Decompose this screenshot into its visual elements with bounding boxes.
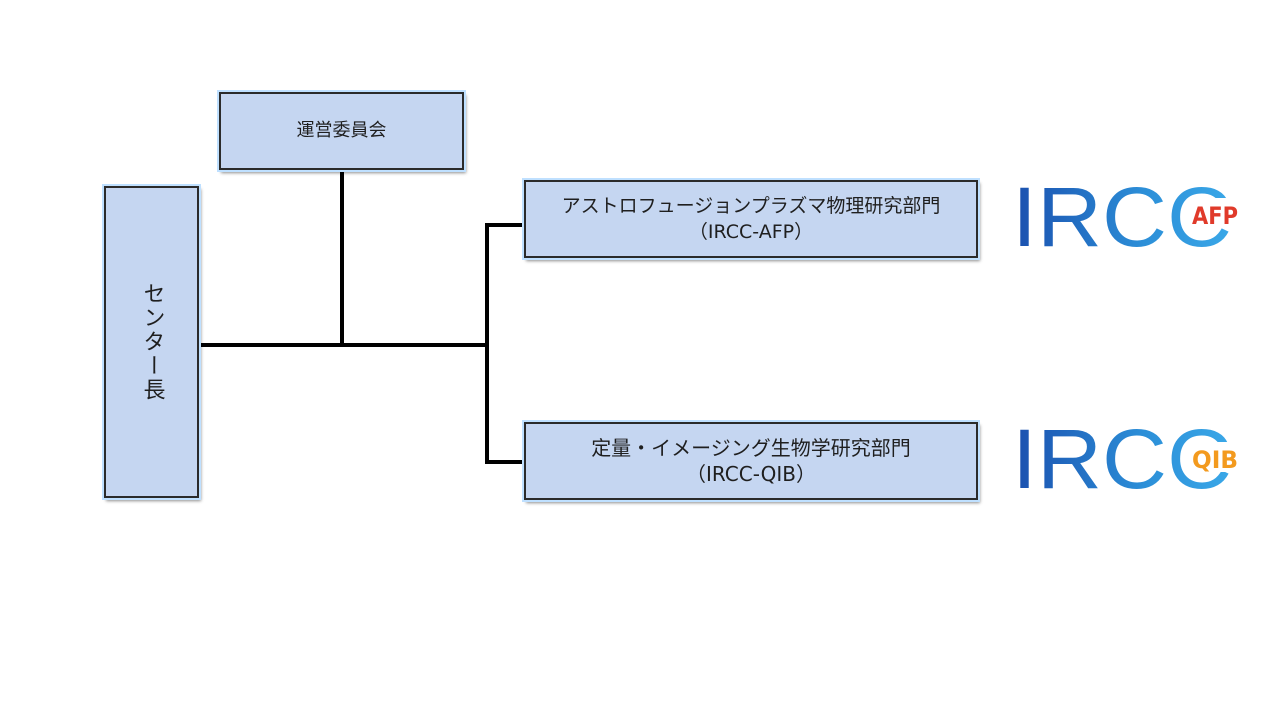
council-label: 運営委員会 bbox=[296, 120, 387, 141]
ircc-qib-logo: IRCC QIB bbox=[1012, 424, 1240, 492]
ircc-qib-logo-tag: QIB bbox=[1192, 446, 1238, 474]
director-box: センター長 bbox=[104, 186, 199, 498]
council-box: 運営委員会 bbox=[219, 92, 464, 170]
ircc-afp-logo: IRCC AFP bbox=[1012, 182, 1240, 250]
director-label: センター長 bbox=[139, 282, 165, 402]
division-qib-name: 定量・イメージング生物学研究部門 bbox=[591, 436, 911, 460]
division-qib-box: 定量・イメージング生物学研究部門 （IRCC-QIB） bbox=[524, 422, 978, 500]
division-afp-box: アストロフュージョンプラズマ物理研究部門 （IRCC-AFP） bbox=[524, 180, 978, 258]
division-qib-abbr: （IRCC-QIB） bbox=[685, 462, 817, 486]
division-afp-abbr: （IRCC-AFP） bbox=[688, 221, 814, 243]
division-afp-name: アストロフュージョンプラズマ物理研究部門 bbox=[561, 195, 941, 217]
ircc-afp-logo-tag: AFP bbox=[1192, 202, 1238, 230]
